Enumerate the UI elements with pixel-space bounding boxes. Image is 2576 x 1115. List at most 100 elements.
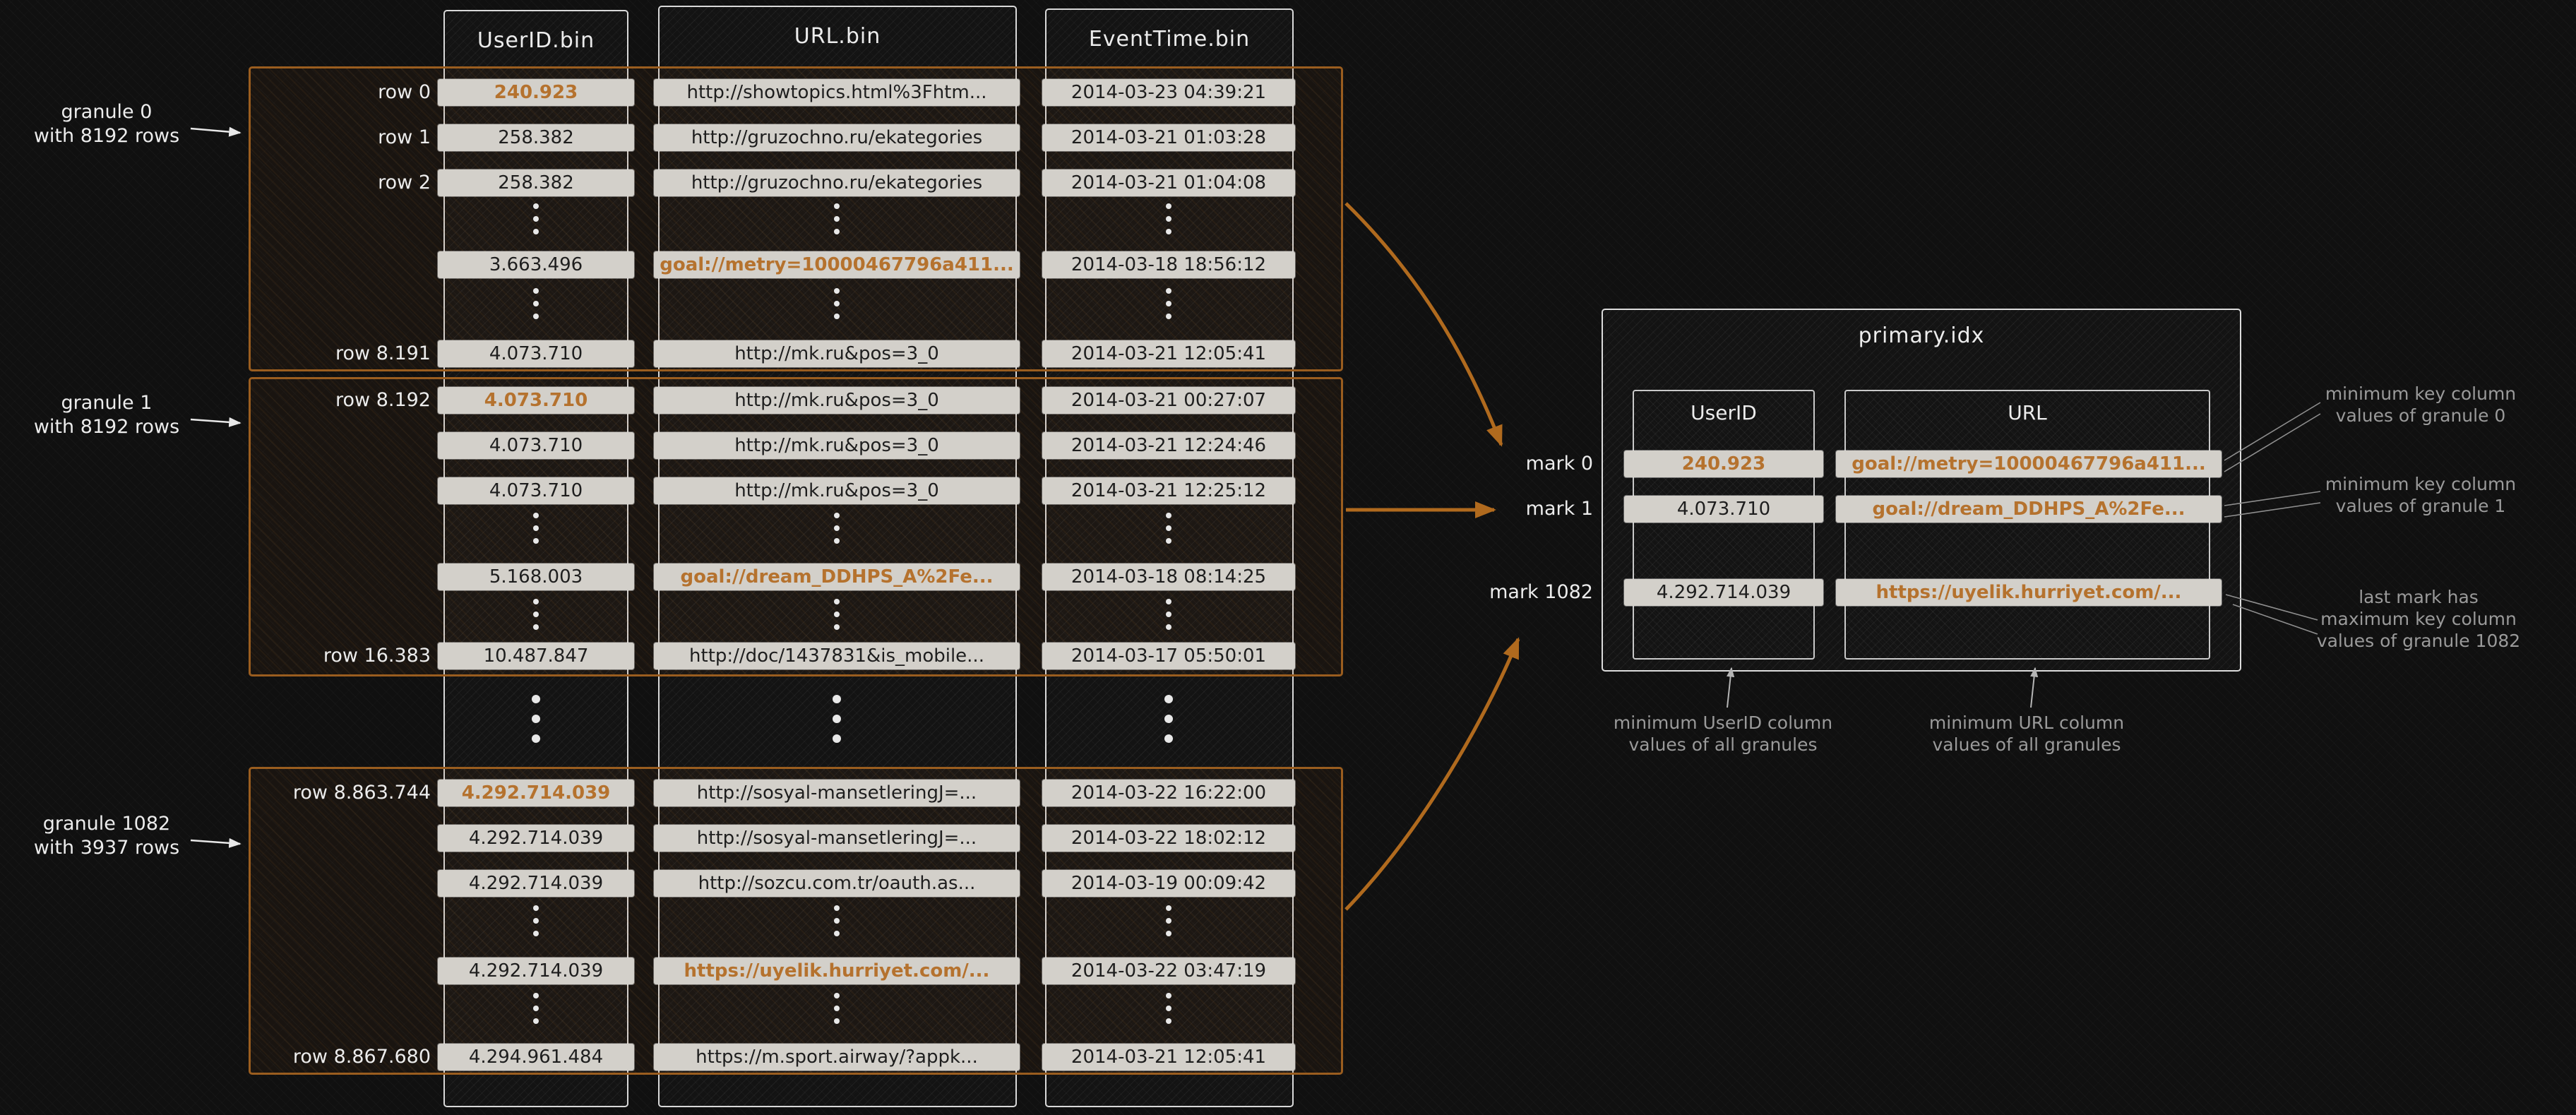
ellipsis-dot: [533, 314, 539, 319]
ellipsis-dot: [533, 203, 539, 209]
primary-idx-box: [1602, 309, 2241, 672]
primary-idx-userid-column: UserID: [1633, 390, 1815, 660]
mark-userid-cell: 4.292.714.039: [1624, 579, 1823, 606]
mark-userid-cell: 240.923: [1624, 451, 1823, 477]
userid-cell: 4.292.714.039: [438, 780, 634, 806]
ellipsis-dot: [533, 525, 539, 531]
mark-0-label: mark 0: [1525, 453, 1593, 475]
ellipsis-dot: [1166, 301, 1171, 306]
url-cell: http://sozcu.com.tr/oauth.as...: [654, 870, 1020, 897]
row-label-2: row 2: [378, 172, 431, 193]
ellipsis-dot: [1166, 918, 1171, 924]
row-label-8863744: row 8.863.744: [292, 782, 431, 804]
eventtime-cell: 2014-03-21 01:04:08: [1042, 169, 1295, 196]
url-cell: goal://dream_DDHPS_A%2Fe...: [654, 564, 1020, 590]
row-label-1: row 1: [378, 126, 431, 148]
url-cell: https://m.sport.airway/?appk...: [654, 1044, 1020, 1071]
eventtime-cell: 2014-03-21 12:24:46: [1042, 432, 1295, 459]
userid-cell: 4.073.710: [438, 432, 634, 459]
ellipsis-dot: [533, 216, 539, 222]
primary-idx-url-column: URL: [1844, 390, 2210, 660]
eventtime-cell: 2014-03-19 00:09:42: [1042, 870, 1295, 897]
url-cell: http://sosyal-mansetleringJ=...: [654, 825, 1020, 852]
ellipsis-dot: [1164, 715, 1173, 723]
ellipsis-dot: [1164, 695, 1173, 703]
granule-0-to-mark-0-arrow: [1344, 202, 1503, 447]
url-cell: http://gruzochno.ru/ekategories: [654, 124, 1020, 151]
url-column-annotation-arrow: [2030, 667, 2039, 708]
url-cell: http://mk.ru&pos=3_0: [654, 387, 1020, 414]
ellipsis-dot: [834, 993, 840, 998]
url-cell: https://uyelik.hurriyet.com/...: [654, 958, 1020, 984]
userid-cell: 10.487.847: [438, 643, 634, 669]
ellipsis-dot: [1166, 599, 1171, 604]
ellipsis-dot: [833, 695, 841, 703]
ellipsis-dot: [533, 229, 539, 234]
mark-url-cell: goal://dream_DDHPS_A%2Fe...: [1836, 496, 2222, 523]
userid-cell: 4.292.714.039: [438, 870, 634, 897]
ellipsis-dot: [1166, 624, 1171, 630]
userid-cell: 258.382: [438, 169, 634, 196]
userid-cell: 4.292.714.039: [438, 825, 634, 852]
annotation-granule-1: minimum key column values of granule 1: [2325, 474, 2517, 516]
mark-1-label: mark 1: [1525, 498, 1593, 520]
ellipsis-dot: [533, 612, 539, 617]
ellipsis-dot: [1166, 538, 1171, 544]
ellipsis-dot: [1166, 525, 1171, 531]
eventtime-cell: 2014-03-21 12:25:12: [1042, 477, 1295, 504]
ellipsis-dot: [533, 905, 539, 911]
userid-bin-header: UserID.bin: [477, 28, 595, 53]
ellipsis-dot: [532, 715, 540, 723]
ellipsis-dot: [834, 538, 840, 544]
ellipsis-dot: [834, 931, 840, 936]
ellipsis-dot: [533, 288, 539, 294]
userid-cell: 240.923: [438, 79, 634, 106]
mark-url-cell: goal://metry=10000467796a411...: [1836, 451, 2222, 477]
ellipsis-dot: [834, 599, 840, 604]
ellipsis-dot: [834, 513, 840, 518]
url-cell: http://mk.ru&pos=3_0: [654, 432, 1020, 459]
ellipsis-dot: [533, 993, 539, 998]
granule-1082-pointer-arrow: [190, 837, 242, 848]
ellipsis-dot: [533, 538, 539, 544]
eventtime-cell: 2014-03-21 12:05:41: [1042, 340, 1295, 367]
url-cell: goal://metry=10000467796a411...: [654, 251, 1020, 278]
eventtime-cell: 2014-03-17 05:50:01: [1042, 643, 1295, 669]
userid-cell: 4.292.714.039: [438, 958, 634, 984]
annotation-userid-column: minimum UserID column values of all gran…: [1613, 712, 1833, 755]
ellipsis-dot: [834, 203, 840, 209]
ellipsis-dot: [533, 931, 539, 936]
ellipsis-dot: [533, 599, 539, 604]
granule-1082-label: granule 1082 with 3937 rows: [33, 813, 180, 859]
ellipsis-dot: [533, 624, 539, 630]
userid-cell: 5.168.003: [438, 564, 634, 590]
ellipsis-dot: [834, 1006, 840, 1011]
userid-cell: 4.073.710: [438, 387, 634, 414]
ellipsis-dot: [1166, 314, 1171, 319]
eventtime-cell: 2014-03-21 01:03:28: [1042, 124, 1295, 151]
eventtime-cell: 2014-03-21 00:27:07: [1042, 387, 1295, 414]
ellipsis-dot: [834, 525, 840, 531]
ellipsis-dot: [532, 734, 540, 743]
eventtime-cell: 2014-03-23 04:39:21: [1042, 79, 1295, 106]
ellipsis-dot: [533, 918, 539, 924]
ellipsis-dot: [533, 1018, 539, 1024]
row-label-16383: row 16.383: [323, 645, 431, 667]
ellipsis-dot: [833, 734, 841, 743]
eventtime-cell: 2014-03-21 12:05:41: [1042, 1044, 1295, 1071]
userid-cell: 4.073.710: [438, 477, 634, 504]
ellipsis-dot: [533, 1006, 539, 1011]
url-cell: http://gruzochno.ru/ekategories: [654, 169, 1020, 196]
mark-url-cell: https://uyelik.hurriyet.com/...: [1836, 579, 2222, 606]
ellipsis-dot: [834, 624, 840, 630]
granule-1-label: granule 1 with 8192 rows: [33, 392, 180, 438]
url-bin-header: URL.bin: [794, 24, 881, 49]
ellipsis-dot: [834, 216, 840, 222]
url-cell: http://doc/1437831&is_mobile...: [654, 643, 1020, 669]
row-label-8191: row 8.191: [335, 342, 431, 364]
granule-1-pointer-arrow: [190, 417, 242, 427]
ellipsis-dot: [1166, 288, 1171, 294]
ellipsis-dot: [1166, 993, 1171, 998]
ellipsis-dot: [1166, 1018, 1171, 1024]
